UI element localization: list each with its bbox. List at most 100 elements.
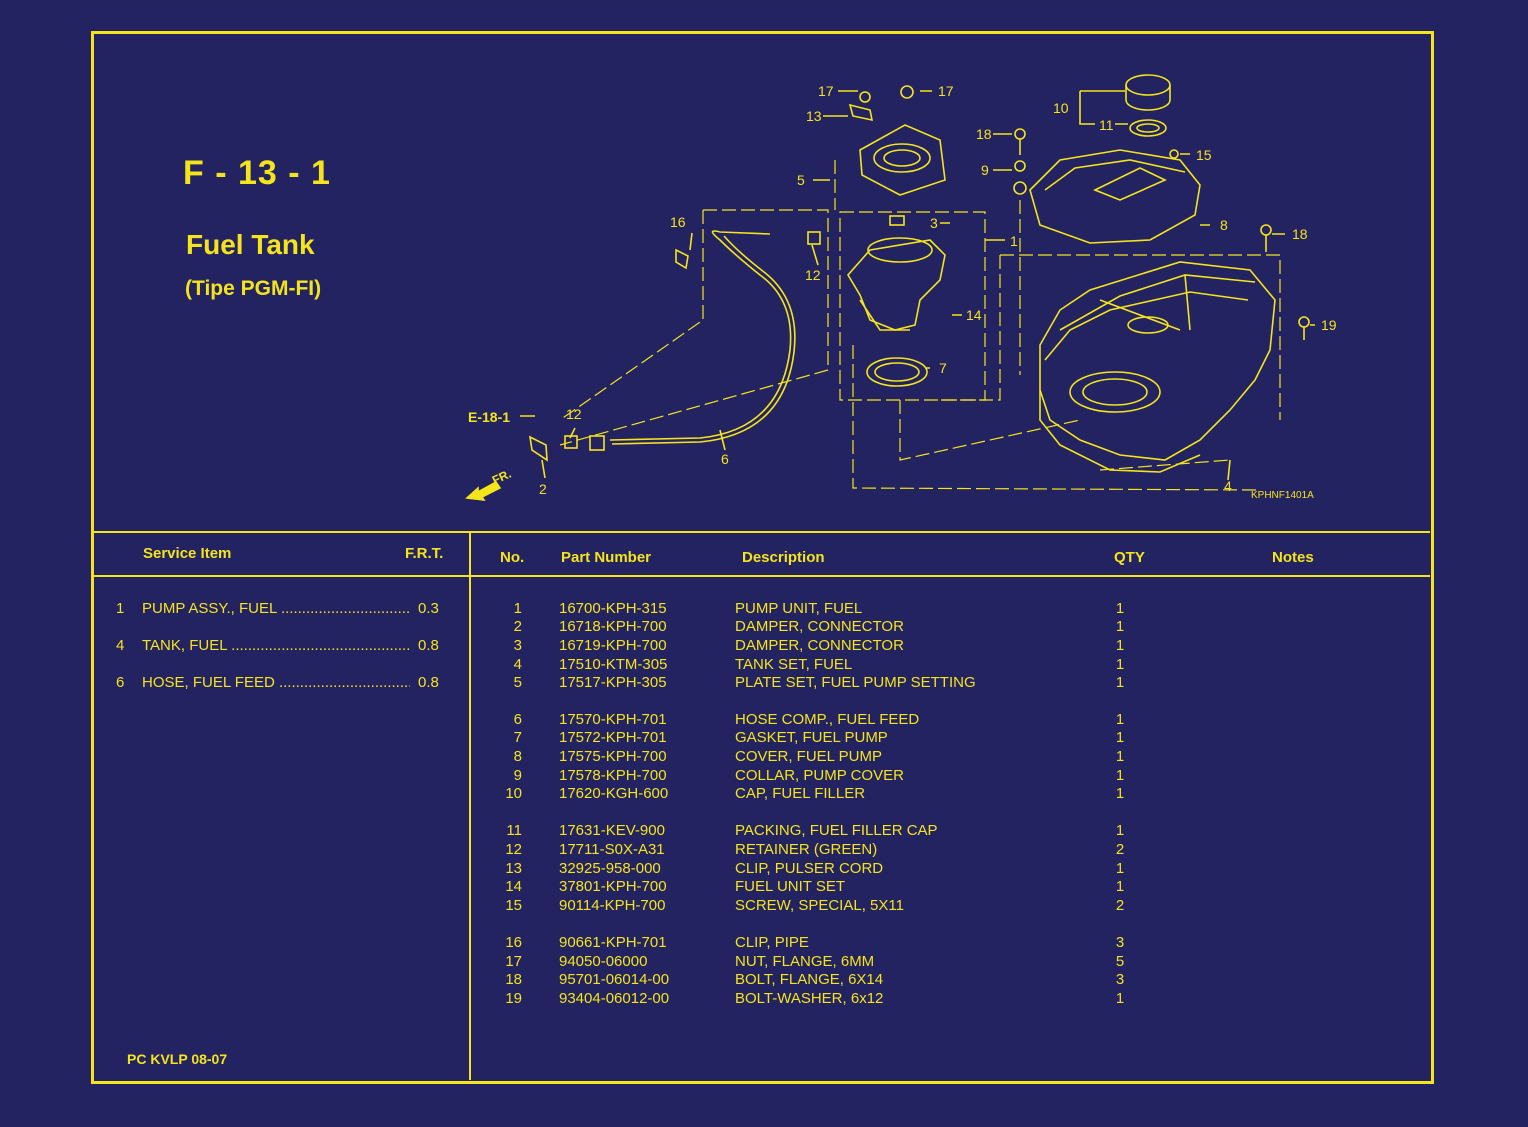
part-no: 4 — [513, 656, 522, 673]
callout-1: 1 — [1010, 233, 1018, 249]
part-number: 17631-KEV-900 — [559, 822, 665, 839]
part-qty: 2 — [1115, 841, 1125, 858]
part-number: 16718-KPH-700 — [559, 618, 667, 635]
drawing-code: KPHNF1401A — [1251, 490, 1314, 501]
callout-9: 9 — [981, 162, 989, 178]
page-subtitle: (Tipe PGM-FI) — [185, 277, 322, 300]
footer-code: PC KVLP 08-07 — [127, 1051, 228, 1067]
part-qty: 1 — [1115, 878, 1125, 895]
part-description: FUEL UNIT SET — [735, 878, 846, 895]
callout-2: 2 — [539, 481, 547, 497]
service-row-frt: 0.8 — [418, 637, 439, 654]
part-qty: 1 — [1115, 600, 1125, 617]
callout-8: 8 — [1220, 217, 1228, 233]
part-no: 6 — [513, 711, 522, 728]
callout-18: 18 — [976, 126, 992, 142]
part-no: 14 — [505, 878, 522, 895]
part-description: CAP, FUEL FILLER — [735, 785, 866, 802]
service-row-name: TANK, FUEL .............................… — [142, 637, 410, 654]
part-qty: 3 — [1115, 934, 1125, 951]
part-number-header: Part Number — [561, 549, 652, 566]
part-qty: 1 — [1115, 637, 1125, 654]
part-number: 17620-KGH-600 — [559, 785, 669, 802]
part-description: DAMPER, CONNECTOR — [735, 618, 904, 635]
part-number: 94050-06000 — [559, 953, 648, 970]
part-number: 17711-S0X-A31 — [559, 841, 665, 858]
notes-header: Notes — [1272, 549, 1314, 566]
column-divider — [469, 531, 471, 1080]
part-description: RETAINER (GREEN) — [735, 841, 878, 858]
part-qty: 1 — [1115, 990, 1125, 1007]
part-description: PUMP UNIT, FUEL — [735, 600, 863, 617]
part-qty: 1 — [1115, 656, 1125, 673]
part-qty: 1 — [1115, 767, 1125, 784]
part-no: 16 — [505, 934, 522, 951]
part-description: BOLT, FLANGE, 6X14 — [735, 971, 884, 988]
no-header: No. — [500, 549, 525, 566]
diagram-divider — [93, 531, 1430, 533]
fuel-tank-outline — [1039, 261, 1276, 461]
callout-13: 13 — [806, 108, 822, 124]
front-arrow-icon — [465, 480, 502, 501]
part-no: 10 — [505, 785, 522, 802]
plate-set-outline — [859, 124, 946, 196]
part-number: 16700-KPH-315 — [559, 600, 667, 617]
part-number: 17517-KPH-305 — [559, 674, 667, 691]
part-description: PLATE SET, FUEL PUMP SETTING — [735, 674, 976, 691]
part-qty: 5 — [1115, 953, 1125, 970]
part-qty: 1 — [1115, 674, 1125, 691]
part-qty: 1 — [1115, 785, 1125, 802]
callout-16: 16 — [670, 214, 686, 230]
part-no: 8 — [513, 748, 522, 765]
service-row-name: PUMP ASSY., FUEL .......................… — [142, 600, 410, 617]
table-row: 5 17517-KPH-305 PLATE SET, FUEL PUMP SETTI… — [470, 674, 1428, 692]
callout-6: 6 — [721, 451, 729, 467]
part-number: 17572-KPH-701 — [559, 729, 667, 746]
page-code: F - 13 - 1 — [183, 154, 331, 192]
part-description: COVER, FUEL PUMP — [735, 748, 882, 765]
part-no: 1 — [513, 600, 522, 617]
part-no: 5 — [513, 674, 522, 691]
callout-12: 12 — [566, 406, 582, 422]
service-item-header: Service Item — [143, 545, 232, 562]
part-number: 95701-06014-00 — [559, 971, 670, 988]
packing-outline — [1129, 119, 1167, 137]
service-row: 6 HOSE, FUEL FEED ......................… — [116, 674, 446, 692]
callout-17: 17 — [818, 83, 834, 99]
callout-4: 4 — [1224, 478, 1232, 494]
callout-5: 5 — [797, 172, 805, 188]
callout-12: 12 — [805, 267, 821, 283]
part-number: 17575-KPH-700 — [559, 748, 667, 765]
part-qty: 1 — [1115, 618, 1125, 635]
part-no: 15 — [505, 897, 522, 914]
table-row: 1 16700-KPH-315 PUMP UNIT, FUEL 1 — [470, 600, 1428, 618]
pump-cover-outline — [1029, 149, 1201, 244]
part-number: 32925-958-000 — [559, 860, 661, 877]
callout-15: 15 — [1196, 147, 1212, 163]
service-row-number: 6 — [116, 674, 125, 691]
part-description: HOSE COMP., FUEL FEED — [735, 711, 920, 728]
part-qty: 1 — [1115, 729, 1125, 746]
part-number: 17510-KTM-305 — [559, 656, 668, 673]
service-row-frt: 0.3 — [418, 600, 439, 617]
part-number: 93404-06012-00 — [559, 990, 670, 1007]
fuel-pump-outline — [847, 239, 946, 331]
callout-3: 3 — [930, 215, 938, 231]
part-number: 37801-KPH-700 — [559, 878, 667, 895]
part-number: 16719-KPH-700 — [559, 637, 667, 654]
service-row: 4 TANK, FUEL ...........................… — [116, 637, 446, 655]
part-qty: 1 — [1115, 822, 1125, 839]
part-description: DAMPER, CONNECTOR — [735, 637, 904, 654]
part-description: CLIP, PULSER CORD — [735, 860, 884, 877]
part-no: 17 — [505, 953, 522, 970]
reference-label: E-18-1 — [468, 409, 511, 425]
